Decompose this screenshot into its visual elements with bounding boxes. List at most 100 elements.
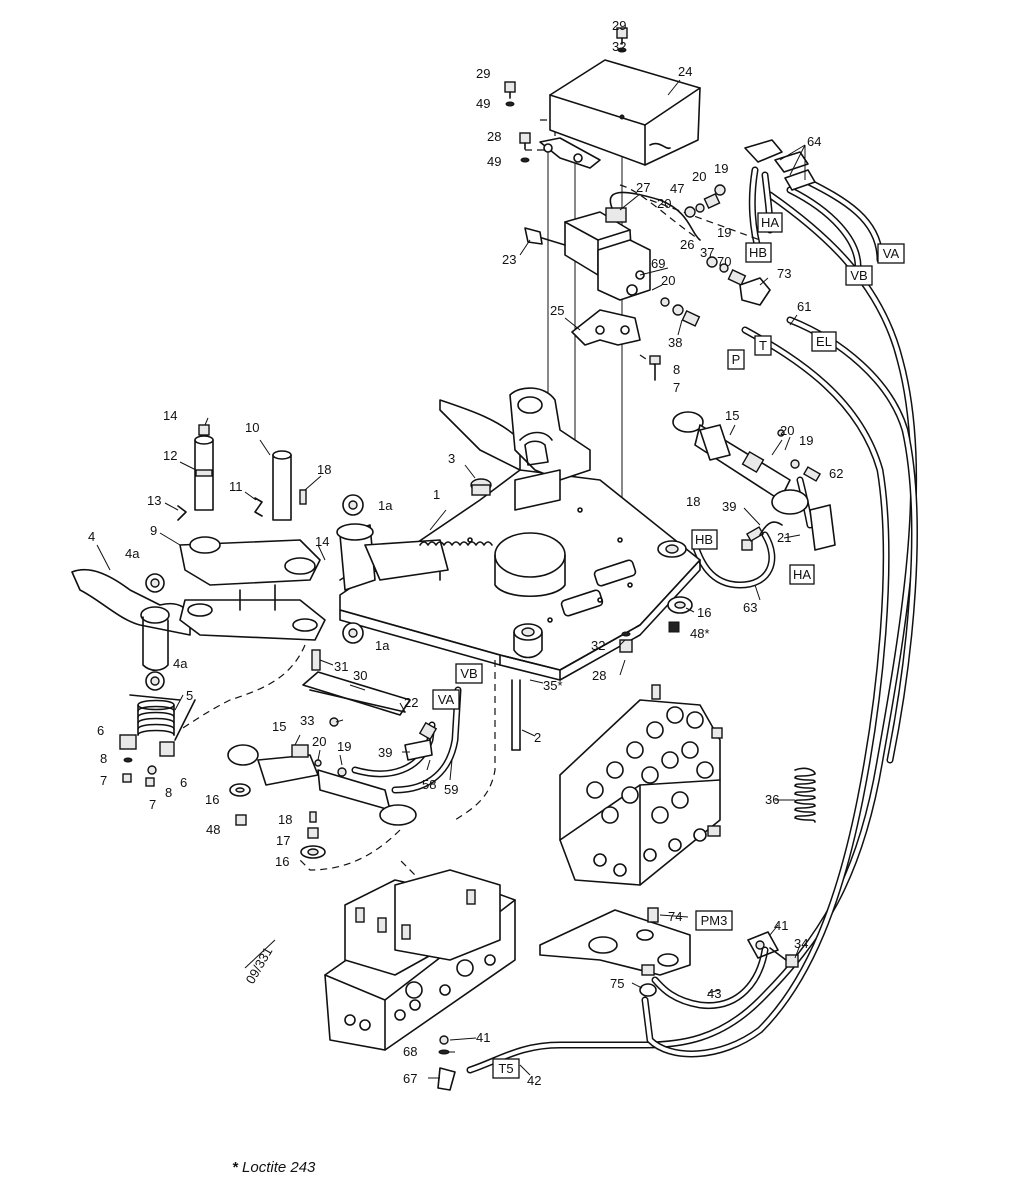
loctite-note: * Loctite 243 [232,1159,315,1176]
callout-3: 3 [448,451,455,466]
port-PM3: PM3 [695,910,733,931]
callout-20d: 20 [780,423,794,438]
callout-39a: 39 [722,499,736,514]
callout-15a: 15 [725,408,739,423]
callout-20c: 20 [661,273,675,288]
callout-29b: 29 [476,66,490,81]
callout-48b: 48 [206,822,220,837]
callout-31: 31 [334,659,348,674]
note-text: Loctite 243 [242,1159,316,1176]
callout-75: 75 [610,976,624,991]
callout-19d: 19 [337,739,351,754]
callout-47: 47 [670,181,684,196]
callout-4: 4 [88,529,95,544]
callout-68: 68 [403,1044,417,1059]
callout-4a-bottom: 4a [173,656,188,671]
solenoid-valve [524,191,701,301]
callout-34: 34 [794,936,808,951]
bottom-bracket [539,907,799,997]
leader-lines [96,79,806,1079]
callout-12: 12 [163,448,177,463]
port-HB-mid: HB [691,529,718,550]
bracket-25 [571,309,661,381]
callout-49a: 49 [476,96,490,111]
port-T5: T5 [492,1058,520,1079]
callout-62: 62 [829,466,843,481]
callout-59: 59 [444,782,458,797]
top-fasteners [504,27,628,163]
cylinder-15-right [672,411,836,551]
port-HA-mid: HA [789,564,815,585]
svg-text:HB: HB [749,245,767,260]
callout-25: 25 [550,303,564,318]
main-plate [339,469,701,681]
svg-text:VA: VA [438,692,455,707]
callout-22: 22 [404,695,418,710]
callout-73: 73 [777,266,791,281]
callout-42: 42 [527,1073,541,1088]
callout-32b: 32 [591,638,605,653]
callout-11: 11 [229,479,243,494]
callout-6a: 6 [97,723,104,738]
callout-23: 23 [502,252,516,267]
callout-28a: 28 [487,129,501,144]
svg-text:VA: VA [883,246,900,261]
callout-18a: 18 [317,462,331,477]
cover-24 [539,59,701,169]
callout-19a: 19 [714,161,728,176]
callout-8a: 8 [673,362,680,377]
svg-text:P: P [732,352,741,367]
port-HA-top: HA [757,212,783,233]
callouts: 29 32 24 29 49 28 49 64 19 20 47 27 20 1… [88,18,905,1088]
port-P: P [727,349,745,370]
lever-4 [71,568,191,672]
svg-text:HA: HA [761,215,779,230]
callout-16a: 16 [697,605,711,620]
damper-3 [470,478,492,496]
port-EL: EL [811,331,837,352]
callout-35-star: 35* [543,678,563,693]
callout-30: 30 [353,668,367,683]
callout-10: 10 [245,420,259,435]
callout-5: 5 [186,688,193,703]
callout-36: 36 [765,792,779,807]
note-marker: * [232,1159,238,1176]
callout-7a: 7 [673,380,680,395]
callout-8b: 8 [100,751,107,766]
callout-6b: 6 [180,775,187,790]
callout-33: 33 [300,713,314,728]
callout-27: 27 [636,180,650,195]
callout-19c: 19 [799,433,813,448]
callout-14b: 14 [315,534,329,549]
callout-4a-top: 4a [125,546,140,561]
callout-20e: 20 [312,734,326,749]
callout-70: 70 [717,254,731,269]
callout-1a-bottom: 1a [375,638,390,653]
callout-21: 21 [777,530,791,545]
callout-18c: 18 [278,812,292,827]
svg-text:VB: VB [850,268,867,283]
callout-9: 9 [150,523,157,538]
callout-15b: 15 [272,719,286,734]
valve-block-bottom [324,869,516,1091]
callout-16c: 16 [275,854,289,869]
callout-69: 69 [651,256,665,271]
control-valve-right [559,684,723,886]
port-T: T [754,335,772,356]
callout-16b: 16 [205,792,219,807]
spring-5 [119,694,196,787]
callout-20a: 20 [692,169,706,184]
svg-text:VB: VB [460,666,477,681]
callout-28b: 28 [592,668,606,683]
callout-74: 74 [668,909,682,924]
spring-36 [794,767,816,823]
callout-1a-top: 1a [378,498,393,513]
callout-29a: 29 [612,18,626,33]
port-VA-top: VA [877,243,905,264]
callout-2: 2 [534,730,541,745]
port-VA-mid: VA [432,689,460,710]
callout-26: 26 [680,237,694,252]
callout-41b: 41 [476,1030,490,1045]
port-VB-mid: VB [455,663,483,684]
